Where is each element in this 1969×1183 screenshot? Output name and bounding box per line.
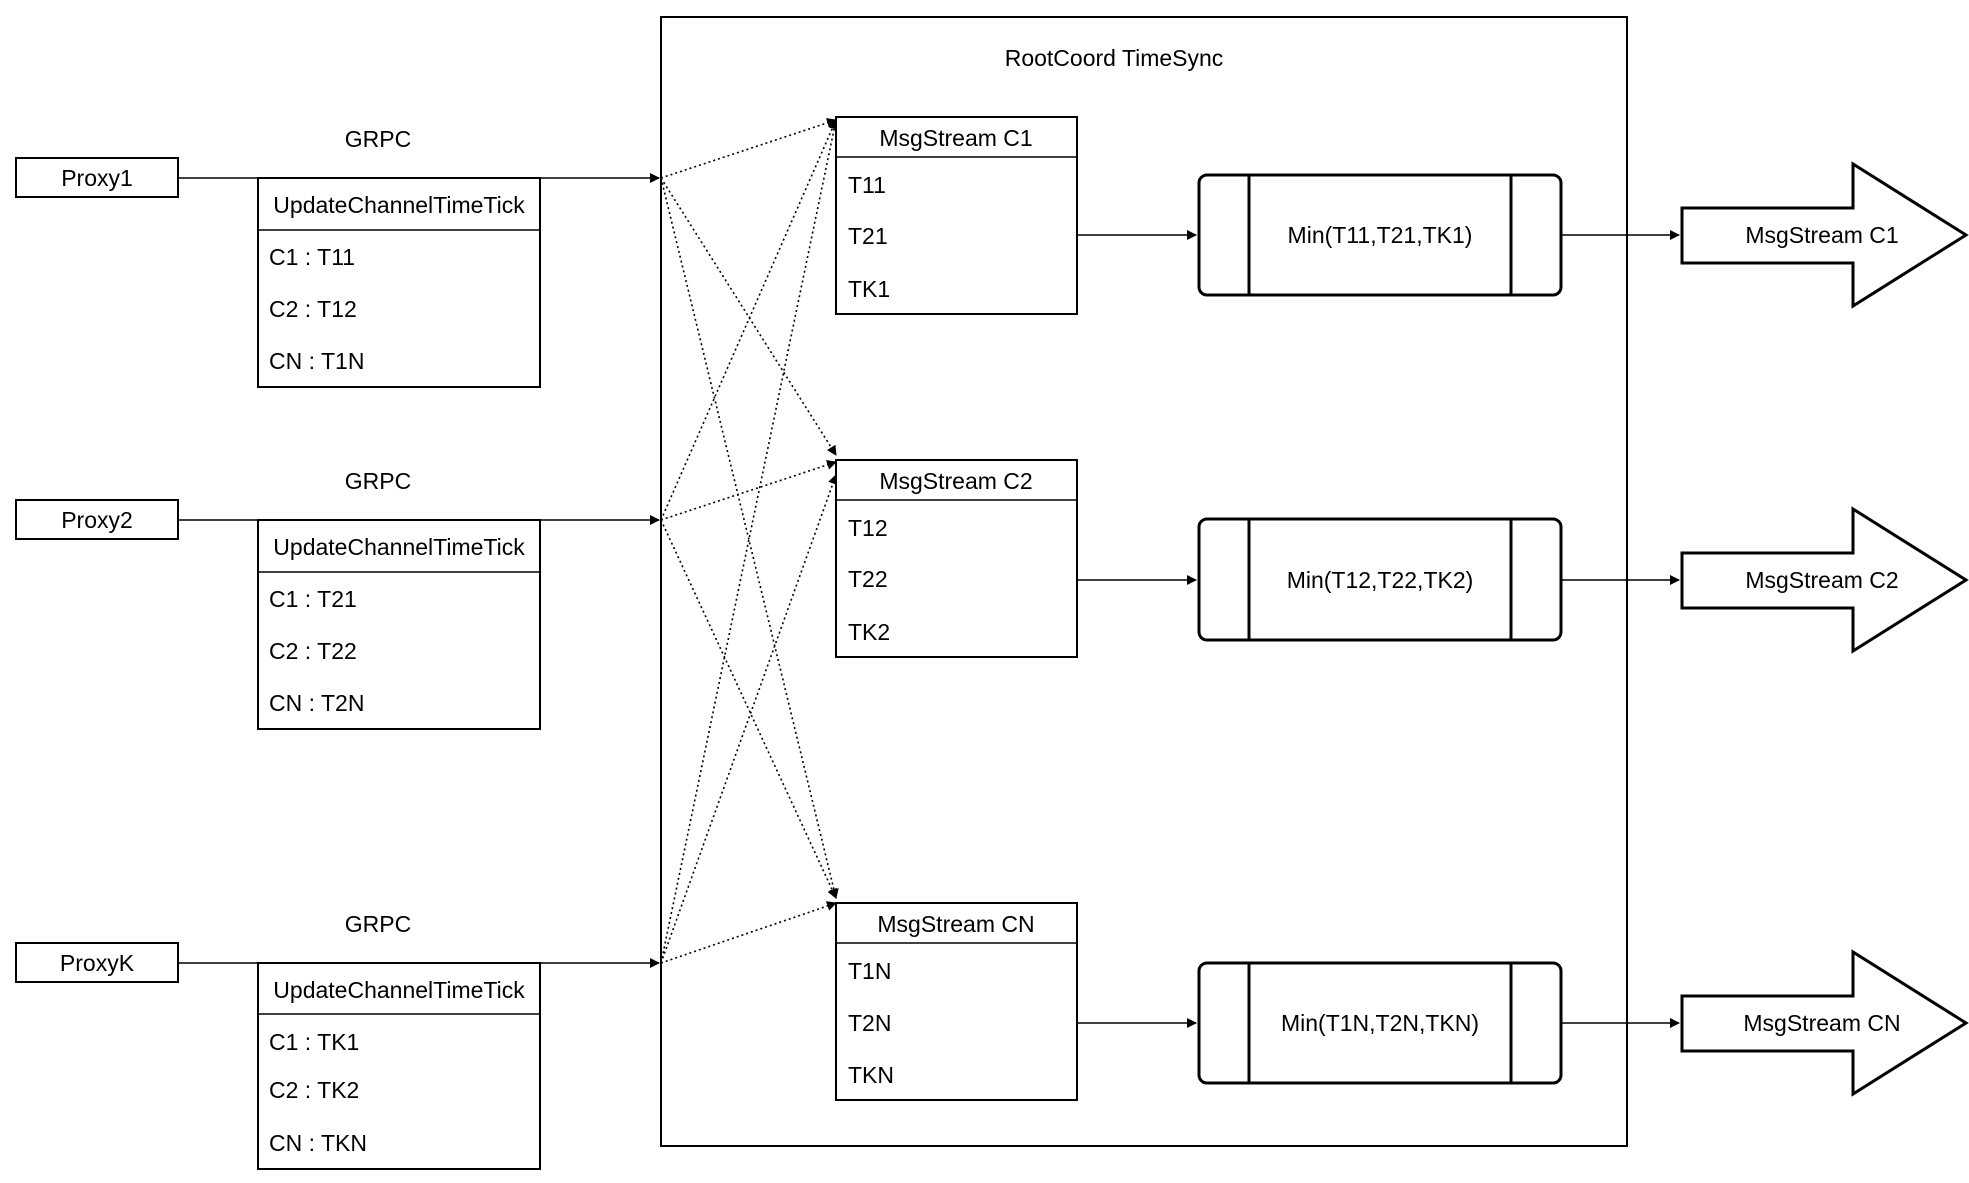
- proxy-label: Proxy1: [61, 165, 133, 191]
- rpc-row: C1 : T21: [269, 586, 357, 612]
- msgstream-row: TK1: [848, 276, 890, 302]
- output-arrow-shape: [1680, 161, 1969, 309]
- msgstream-table: [835, 459, 1078, 658]
- msgstream-title: MsgStream C2: [879, 468, 1032, 494]
- rpc-title: UpdateChannelTimeTick: [273, 192, 525, 218]
- proxy-row-k: GRPC ProxyK UpdateChannelTimeTick C1 : T…: [15, 911, 660, 1170]
- rpc-row: C1 : TK1: [269, 1029, 359, 1055]
- rpc-table: [257, 519, 541, 730]
- proxy-row-1: GRPC Proxy1 UpdateChannelTimeTick C1 : T…: [15, 126, 660, 388]
- rpc-row: CN : TKN: [269, 1130, 367, 1156]
- edge-proxyk-cn: [660, 901, 837, 964]
- msgstream-table: [835, 902, 1078, 1101]
- rpc-title: UpdateChannelTimeTick: [273, 977, 525, 1003]
- rpc-row: C2 : TK2: [269, 1077, 359, 1103]
- grpc-label: GRPC: [345, 468, 411, 494]
- output-label: MsgStream C1: [1745, 222, 1898, 248]
- proxy-box: [15, 499, 179, 540]
- output-arrow-shape: [1680, 506, 1969, 654]
- proxy-label: ProxyK: [60, 950, 135, 976]
- edge-proxyk-c1: [660, 119, 840, 964]
- msgstream-row: T12: [848, 515, 888, 541]
- rpc-title: UpdateChannelTimeTick: [273, 534, 525, 560]
- edge-proxy1-cn: [660, 177, 839, 899]
- msgstream-row: TK2: [848, 619, 890, 645]
- container-title: RootCoord TimeSync: [1005, 45, 1224, 71]
- edge-proxy2-c2: [660, 460, 837, 521]
- rpc-row: CN : T1N: [269, 348, 364, 374]
- msgstream-row-n: MsgStream CN T1N T2N TKN Min(T1N,T2N,TKN…: [835, 902, 1969, 1101]
- msgstream-row-2: MsgStream C2 T12 T22 TK2 Min(T12,T22,TK2…: [835, 459, 1969, 658]
- grpc-label: GRPC: [345, 911, 411, 937]
- grpc-label: GRPC: [345, 126, 411, 152]
- msgstream-row: T11: [848, 172, 886, 198]
- min-process-label: Min(T1N,T2N,TKN): [1281, 1010, 1479, 1036]
- edge-proxyk-c2: [660, 474, 838, 964]
- output-label: MsgStream C2: [1745, 567, 1898, 593]
- rpc-table: [257, 177, 541, 388]
- msgstream-title: MsgStream C1: [879, 125, 1032, 151]
- output-arrow-shape: [1680, 949, 1969, 1097]
- msgstream-row: TKN: [848, 1062, 894, 1088]
- edge-proxy1-c1: [660, 118, 837, 179]
- rpc-row: C2 : T12: [269, 296, 357, 322]
- msgstream-row: T22: [848, 566, 888, 592]
- msgstream-row: T1N: [848, 958, 891, 984]
- msgstream-row: T2N: [848, 1010, 891, 1036]
- rpc-table: [257, 962, 541, 1170]
- rpc-row: C2 : T22: [269, 638, 357, 664]
- rpc-row: CN : T2N: [269, 690, 364, 716]
- cross-connections: [660, 118, 840, 964]
- min-process-label: Min(T12,T22,TK2): [1287, 567, 1474, 593]
- msgstream-title: MsgStream CN: [877, 911, 1034, 937]
- msgstream-row: T21: [848, 223, 888, 249]
- proxy-label: Proxy2: [61, 507, 133, 533]
- rpc-row: C1 : T11: [269, 244, 355, 270]
- min-process-label: Min(T11,T21,TK1): [1288, 222, 1473, 248]
- proxy-box: [15, 942, 179, 983]
- proxy-row-2: GRPC Proxy2 UpdateChannelTimeTick C1 : T…: [15, 468, 660, 730]
- output-label: MsgStream CN: [1743, 1010, 1900, 1036]
- msgstream-row-1: MsgStream C1 T11 T21 TK1 Min(T11,T21,TK1…: [835, 116, 1969, 315]
- msgstream-table: [835, 116, 1078, 315]
